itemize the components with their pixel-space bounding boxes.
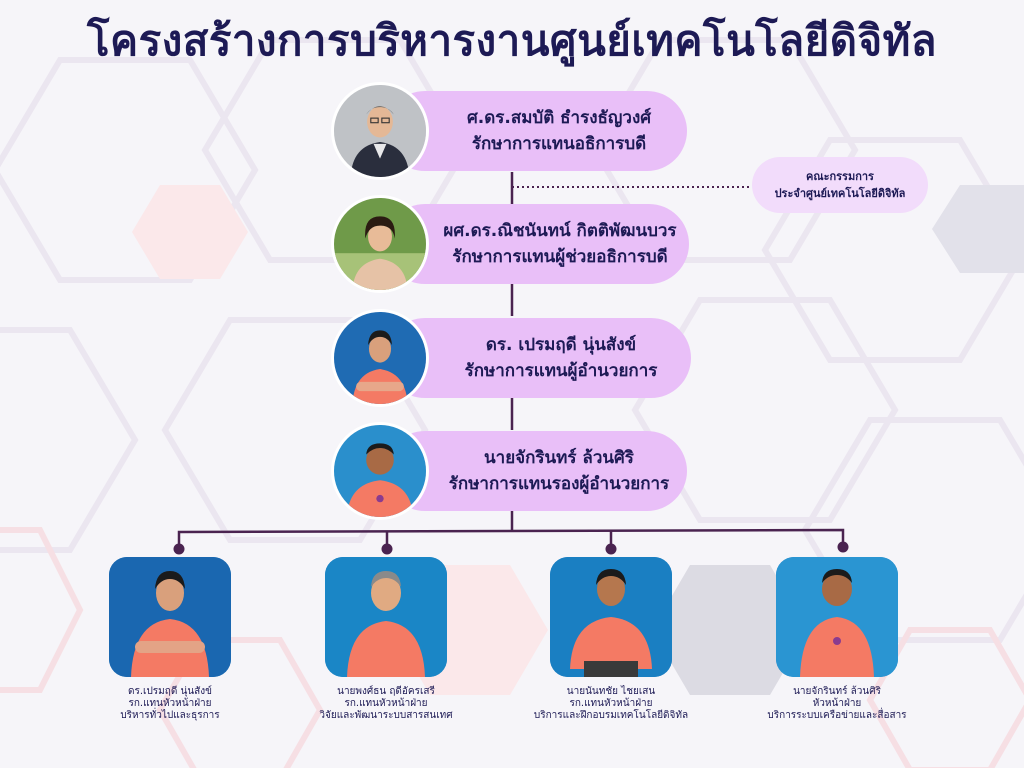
executive-portrait <box>331 309 429 407</box>
division-head-photo-2 <box>325 557 447 677</box>
executive-name: ดร. เปรมฤดี นุ่นสังข์ <box>485 335 637 355</box>
committee-box: คณะกรรมการ ประจำศูนย์เทคโนโลยีดิจิทัล <box>752 157 928 213</box>
executive-portrait <box>331 422 429 520</box>
division-caption-4: นายจักรินทร์ ล้วนศิริ หัวหน้าฝ่าย บริการ… <box>737 686 937 722</box>
division-head-photo-3 <box>550 557 672 677</box>
division-head-role: รก.แทนหัวหน้าฝ่าย <box>569 698 653 709</box>
division-head-photo-1 <box>109 557 231 677</box>
division-caption-2: นายพงศ์ธน ฤดีอัครเสรี รก.แทนหัวหน้าฝ่าย … <box>286 686 486 722</box>
executive-portrait <box>331 195 429 293</box>
division-head-photo-4 <box>776 557 898 677</box>
division-head-name: นายนันทชัย ไชยเสน <box>566 686 656 697</box>
division-name: บริการระบบเครือข่ายและสื่อสาร <box>767 710 907 721</box>
division-caption-3: นายนันทชัย ไชยเสน รก.แทนหัวหน้าฝ่าย บริก… <box>511 686 711 722</box>
division-caption-1: ดร.เปรมฤดี นุ่นสังข์ รก.แทนหัวหน้าฝ่าย บ… <box>70 686 270 722</box>
executive-name: ศ.ดร.สมบัติ ธำรงธัญวงศ์ <box>466 108 652 128</box>
executive-name: ผศ.ดร.ณิชนันทน์ กิตติพัฒนบวร <box>443 221 677 241</box>
executive-position: รักษาการแทนผู้อำนวยการ <box>464 361 658 381</box>
division-head-name: นายพงศ์ธน ฤดีอัครเสรี <box>337 686 435 697</box>
division-name: วิจัยและพัฒนาระบบสารสนเทศ <box>319 710 453 721</box>
executive-name-box: ศ.ดร.สมบัติ ธำรงธัญวงศ์ รักษาการแทนอธิกา… <box>385 91 687 171</box>
executive-position: รักษาการแทนรองผู้อำนวยการ <box>448 474 670 494</box>
executive-name-box: ดร. เปรมฤดี นุ่นสังข์ รักษาการแทนผู้อำนว… <box>385 318 691 398</box>
executive-position: รักษาการแทนอธิการบดี <box>471 134 647 154</box>
executive-name-box: ผศ.ดร.ณิชนันทน์ กิตติพัฒนบวร รักษาการแทน… <box>385 204 689 284</box>
division-head-role: รก.แทนหัวหน้าฝ่าย <box>128 698 212 709</box>
division-name: บริการและฝึกอบรมเทคโนโลยีดิจิทัล <box>533 710 689 721</box>
committee-label-line2: ประจำศูนย์เทคโนโลยีดิจิทัล <box>774 187 906 200</box>
division-head-name: นายจักรินทร์ ล้วนศิริ <box>793 686 881 697</box>
division-head-role: รก.แทนหัวหน้าฝ่าย <box>344 698 428 709</box>
division-name: บริหารทั่วไปและธุรการ <box>120 710 220 721</box>
executive-name-box: นายจักรินทร์ ล้วนศิริ รักษาการแทนรองผู้อ… <box>385 431 687 511</box>
executive-position: รักษาการแทนผู้ช่วยอธิการบดี <box>452 247 668 267</box>
division-head-name: ดร.เปรมฤดี นุ่นสังข์ <box>128 686 212 697</box>
division-head-role: หัวหน้าฝ่าย <box>812 698 862 709</box>
page-title: โครงสร้างการบริหารงานศูนย์เทคโนโลยีดิจิท… <box>86 16 938 65</box>
executive-portrait <box>331 82 429 180</box>
executive-name: นายจักรินทร์ ล้วนศิริ <box>484 448 634 468</box>
committee-label-line1: คณะกรรมการ <box>806 170 874 183</box>
